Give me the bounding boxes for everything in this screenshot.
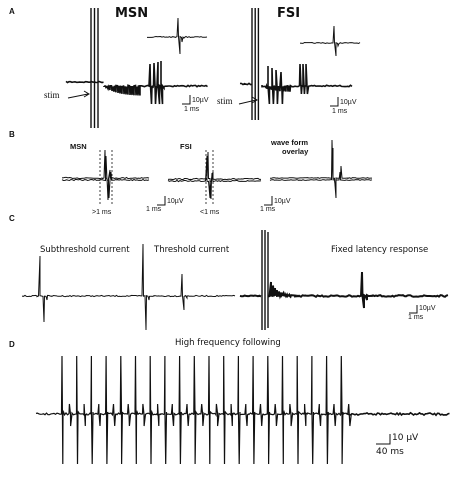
panel-b-scale-bar-1	[157, 196, 166, 206]
panel-a-stim-label-fsi: stim	[217, 96, 233, 106]
panel-c-scale-voltage: 10µV	[419, 305, 436, 312]
panel-c-subthreshold-threshold-trace	[21, 243, 236, 331]
panel-b-scale-time-1: 1 ms	[146, 206, 162, 213]
panel-b-fsi-trace-2	[167, 155, 262, 199]
panel-d-scale-time: 40 ms	[376, 447, 404, 457]
panel-b-scale-time-2: 1 ms	[260, 206, 276, 213]
panel-b-overlay-trace-fsi	[269, 147, 373, 191]
panel-b-overlay-label-line2: overlay	[282, 147, 309, 156]
panel-a-stim-label-msn: stim	[44, 90, 60, 100]
panel-a-msn-baseline-pre	[65, 80, 104, 84]
panel-a-scale-time-msn: 1 ms	[184, 106, 200, 113]
panel-c-scale-bar	[409, 305, 418, 314]
panel-d-tail-trace	[345, 411, 450, 417]
panel-c-stim-artifact	[261, 230, 269, 330]
panel-c-threshold-label: Threshold current	[154, 245, 230, 255]
panel-b-overlay-trace-msn	[270, 139, 372, 199]
panel-d-letter: D	[9, 340, 15, 349]
panel-a-scale-voltage-fsi: 10µV	[340, 99, 357, 106]
panel-d-scale-bar	[376, 434, 391, 445]
panel-a-msn-scale-bar	[182, 95, 191, 105]
trace-layer	[21, 8, 450, 465]
panel-d-scale-voltage: 10 µV	[392, 433, 419, 443]
panel-b-scale-voltage-2: 10µV	[274, 198, 291, 205]
panel-a-msn-trace	[103, 61, 208, 105]
panel-c-letter: C	[9, 214, 15, 223]
panel-d-high-frequency-trace	[35, 355, 352, 465]
panel-a-msn-inset	[147, 17, 208, 55]
panel-b-fsi-label: FSI	[180, 142, 192, 151]
panel-b-msn-label: MSN	[70, 142, 87, 151]
panel-a-msn-stim-arrow	[67, 90, 90, 99]
panel-a-msn-title: MSN	[115, 6, 149, 21]
panel-b-scale-voltage-1: 10µV	[167, 198, 184, 205]
scale-bar-layer	[157, 95, 418, 445]
panel-a-fsi-trace	[261, 63, 353, 105]
panel-a-fsi-scale-bar	[330, 97, 339, 107]
panel-a-fsi-baseline-pre	[239, 82, 253, 86]
panel-c-fixed-latency-baseline	[239, 294, 262, 298]
panel-b-letter: B	[9, 130, 15, 139]
panel-a-fsi-inset	[299, 25, 361, 57]
panel-b-msn-trace-1	[61, 149, 150, 201]
panel-b-scale-bar-2	[264, 196, 273, 206]
panel-a-letter: A	[9, 7, 15, 16]
panel-a-fsi-stim-arrow	[238, 96, 258, 105]
panel-b-overlay-label-line1: wave form	[271, 138, 309, 147]
panel-b-latency-fsi: <1 ms	[200, 209, 220, 216]
panel-c-fixed-latency-label: Fixed latency response	[331, 245, 429, 255]
panel-a-scale-time-fsi: 1 ms	[332, 108, 348, 115]
panel-c-fixed-latency-trace	[267, 271, 449, 309]
panel-b-fsi-trace-1	[167, 151, 261, 200]
panel-c-scale-time: 1 ms	[408, 314, 424, 321]
panel-a-scale-voltage-msn: 10µV	[192, 97, 209, 104]
panel-b-msn-trace-2	[61, 155, 150, 199]
panel-c-subthreshold-label: Subthreshold current	[40, 245, 130, 255]
panel-d-title: High frequency following	[175, 338, 281, 348]
panel-a-fsi-title: FSI	[277, 6, 301, 21]
panel-b-latency-msn: >1 ms	[92, 209, 112, 216]
